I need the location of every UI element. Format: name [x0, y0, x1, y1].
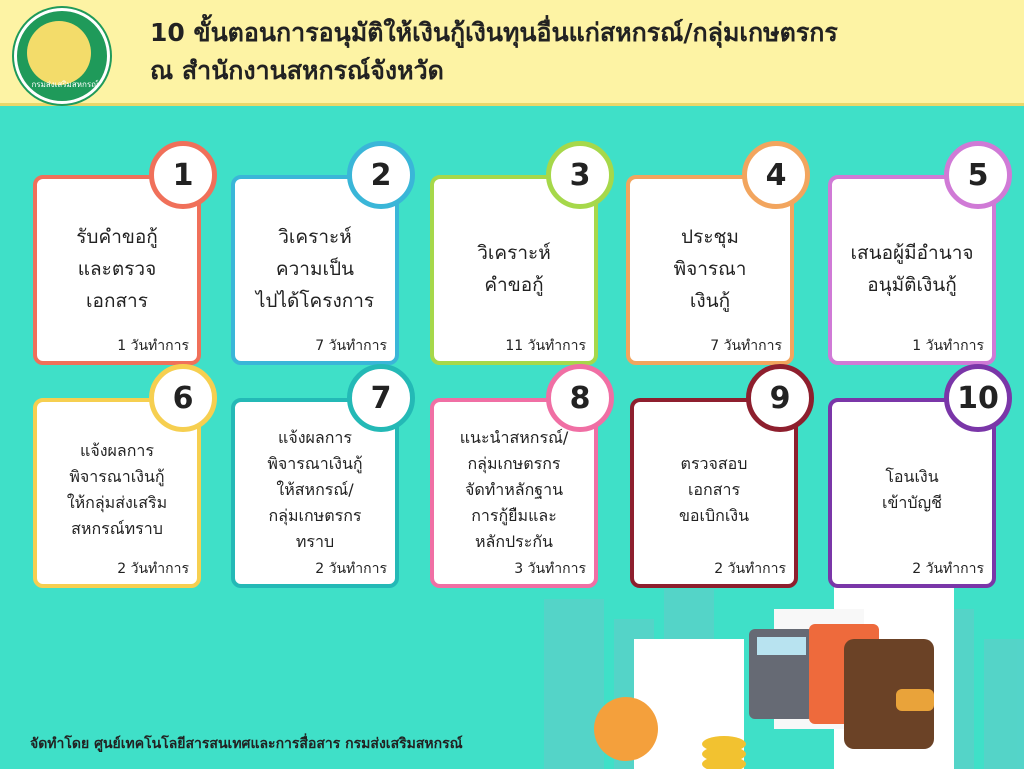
department-logo: กรมส่งเสริมสหกรณ์: [14, 8, 110, 104]
step-text: วิเคราะห์ ความเป็น ไปได้โครงการ: [255, 226, 375, 312]
step-duration: 7 วันทำการ: [710, 338, 782, 354]
step-duration: 3 วันทำการ: [514, 561, 586, 577]
pie-chart-icon: [594, 697, 658, 761]
step-text: โอนเงิน เข้าบัญชี: [881, 467, 943, 512]
step-number-badge: 8: [546, 364, 614, 432]
step-duration: 1 วันทำการ: [912, 338, 984, 354]
step-duration: 7 วันทำการ: [315, 338, 387, 354]
step-duration: 11 วันทำการ: [505, 338, 586, 354]
step-duration: 2 วันทำการ: [315, 561, 387, 577]
step-duration: 2 วันทำการ: [714, 561, 786, 577]
step-card-9: ตรวจสอบ เอกสาร ขอเบิกเงิน 2 วันทำการ: [630, 398, 798, 588]
logo-emblem: [27, 21, 91, 85]
step-number-badge: 3: [546, 141, 614, 209]
header-banner: กรมส่งเสริมสหกรณ์ 10 ขั้นตอนการอนุมัติให…: [0, 0, 1024, 106]
step-duration: 1 วันทำการ: [117, 338, 189, 354]
step-duration: 2 วันทำการ: [117, 561, 189, 577]
step-number-badge: 2: [347, 141, 415, 209]
step-card-2: วิเคราะห์ ความเป็น ไปได้โครงการ 7 วันทำกา…: [231, 175, 399, 365]
office-illustration: [544, 579, 1024, 769]
step-text: วิเคราะห์ คำขอกู้: [477, 242, 551, 296]
logo-text: กรมส่งเสริมสหกรณ์: [31, 80, 99, 89]
step-text: แนะนำสหกรณ์/ กลุ่มเกษตรกร จัดทำหลักฐาน ก…: [459, 428, 569, 551]
step-number-badge: 6: [149, 364, 217, 432]
wallet-icon: [844, 639, 934, 749]
step-number-badge: 1: [149, 141, 217, 209]
footer-credit: จัดทำโดย ศูนย์เทคโนโลยีสารสนเทศและการสื่…: [30, 736, 463, 752]
step-text: ประชุม พิจารณา เงินกู้: [673, 226, 747, 312]
page-title: 10 ขั้นตอนการอนุมัติให้เงินกู้เงินทุนอื่…: [150, 14, 838, 90]
step-text: แจ้งผลการ พิจารณาเงินกู้ ให้กลุ่มส่งเสริ…: [66, 441, 168, 538]
step-card-10: โอนเงิน เข้าบัญชี 2 วันทำการ: [828, 398, 996, 588]
step-number-badge: 9: [746, 364, 814, 432]
title-line-2: ณ สำนักงานสหกรณ์จังหวัด: [150, 56, 444, 85]
step-text: เสนอผู้มีอำนาจ อนุมัติเงินกู้: [850, 242, 974, 296]
step-text: รับคำขอกู้ และตรวจ เอกสาร: [76, 226, 158, 312]
step-text: แจ้งผลการ พิจารณาเงินกู้ ให้สหกรณ์/ กลุ่…: [267, 428, 363, 551]
step-number-badge: 7: [347, 364, 415, 432]
step-card-7: แจ้งผลการ พิจารณาเงินกู้ ให้สหกรณ์/ กลุ่…: [231, 398, 399, 588]
step-number-badge: 5: [944, 141, 1012, 209]
calculator-icon: [749, 629, 814, 719]
step-duration: 2 วันทำการ: [912, 561, 984, 577]
step-number-badge: 10: [944, 364, 1012, 432]
step-text: ตรวจสอบ เอกสาร ขอเบิกเงิน: [678, 454, 750, 525]
coins-icon: [702, 736, 746, 769]
step-number-badge: 4: [742, 141, 810, 209]
title-line-1: 10 ขั้นตอนการอนุมัติให้เงินกู้เงินทุนอื่…: [150, 18, 838, 47]
